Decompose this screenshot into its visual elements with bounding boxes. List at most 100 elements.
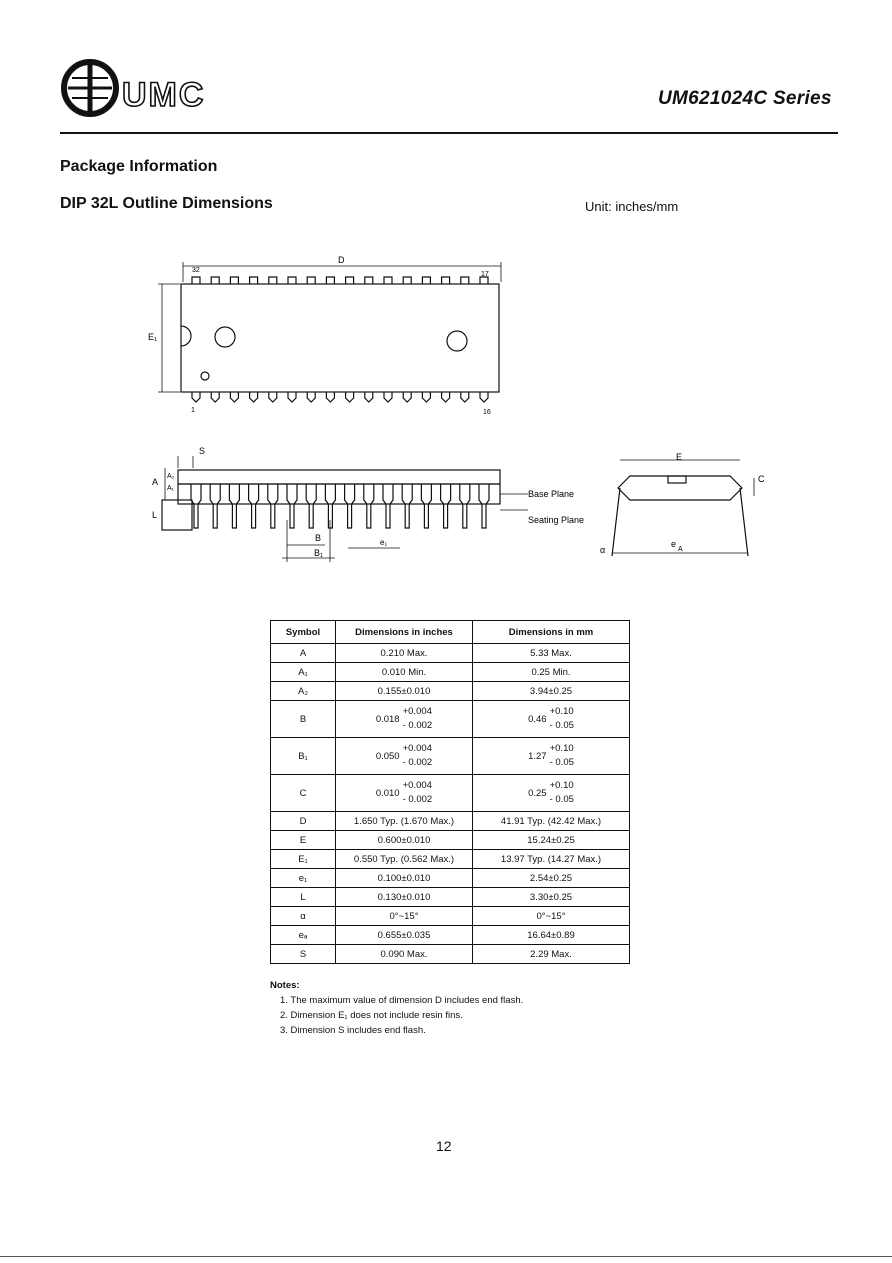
- side-lead: [440, 484, 452, 529]
- cell-symbol: L: [270, 887, 336, 907]
- header-inches: Dimensions in inches: [335, 620, 473, 644]
- bottom-pin: [441, 392, 451, 403]
- side-lead: [305, 484, 317, 529]
- header-symbol: Symbol: [270, 620, 336, 644]
- notes-title: Notes:: [270, 980, 300, 991]
- cell-inches: 1.650 Typ. (1.670 Max.): [335, 811, 473, 831]
- dim-e1-label: E₁: [148, 332, 157, 342]
- table-row: S 0.090 Max. 2.29 Max.: [270, 944, 630, 964]
- side-lead: [190, 484, 202, 529]
- tol-plus: +0.10: [549, 780, 574, 791]
- bottom-pin: [364, 392, 374, 403]
- end-view-marker: [667, 475, 687, 484]
- header-mm: Dimensions in mm: [472, 620, 630, 644]
- top-pin: [249, 276, 259, 284]
- top-pin: [191, 276, 201, 284]
- bottom-pin: [345, 392, 355, 403]
- tol-plus: +0.004: [402, 780, 432, 791]
- dim-a-label: A: [152, 477, 158, 487]
- cell-symbol: C: [270, 774, 336, 812]
- tol-minus: - 0.002: [402, 794, 433, 805]
- table-row: B₁ 0.050+0.004- 0.002 1.27+0.10- 0.05: [270, 737, 630, 775]
- side-lead: [363, 484, 375, 529]
- cell-symbol: eₐ: [270, 925, 336, 945]
- side-lead: [382, 484, 394, 529]
- pin-16-label: 16: [483, 409, 491, 416]
- table-row: A₂ 0.155±0.010 3.94±0.25: [270, 681, 630, 701]
- side-view-end-lead: [161, 499, 193, 531]
- cell-symbol: E₁: [270, 849, 336, 869]
- dim-c-label: C: [758, 474, 765, 484]
- page-number: 12: [436, 1138, 452, 1154]
- cell-inches: 0.100±0.010: [335, 868, 473, 888]
- cell-mm: 41.91 Typ. (42.42 Max.): [472, 811, 630, 831]
- cell-inches: 0.010+0.004- 0.002: [335, 774, 473, 812]
- side-lead: [344, 484, 356, 529]
- bottom-pin: [383, 392, 393, 403]
- side-view-body-bottom: [177, 483, 501, 505]
- top-pin: [402, 276, 412, 284]
- notes: Notes: 1. The maximum value of dimension…: [270, 978, 523, 1038]
- dimensions-table: Symbol Dimensions in inches Dimensions i…: [270, 620, 630, 964]
- tol-minus: - 0.05: [549, 720, 574, 731]
- umc-logo: UMC: [61, 59, 204, 117]
- cell-inches: 0.600±0.010: [335, 830, 473, 850]
- side-lead: [478, 484, 490, 529]
- side-lead: [228, 484, 240, 529]
- tol-plus: +0.004: [402, 743, 432, 754]
- dim-e-label: E: [676, 452, 682, 462]
- cell-mm: 13.97 Typ. (14.27 Max.): [472, 849, 630, 869]
- cell-inches: 0.090 Max.: [335, 944, 473, 964]
- cell-mm: 2.54±0.25: [472, 868, 630, 888]
- bottom-pin: [268, 392, 278, 403]
- bottom-pin: [249, 392, 259, 403]
- bottom-pin: [229, 392, 239, 403]
- cell-inches: 0°~15°: [335, 906, 473, 926]
- top-pin: [229, 276, 239, 284]
- top-pin: [441, 276, 451, 284]
- package-outline-diagram: D E₁ 32 17 1 16 S A A₁ A₂ L B B₁ e₁ Base…: [148, 255, 765, 562]
- table-row: A 0.210 Max. 5.33 Max.: [270, 643, 630, 663]
- side-lead: [267, 484, 279, 529]
- side-lead: [459, 484, 471, 529]
- top-pins: [191, 276, 489, 284]
- tol-base: 0.46: [528, 713, 547, 725]
- tol-plus: +0.10: [549, 743, 574, 754]
- side-lead: [401, 484, 413, 529]
- table-row: B 0.018+0.004- 0.002 0.46+0.10- 0.05: [270, 700, 630, 738]
- cell-mm: 16.64±0.89: [472, 925, 630, 945]
- tol-plus: +0.004: [402, 706, 432, 717]
- pin-17-label: 17: [481, 271, 489, 278]
- cell-symbol: A₁: [270, 662, 336, 682]
- tol-minus: - 0.05: [549, 757, 574, 768]
- table-header-row: Symbol Dimensions in inches Dimensions i…: [270, 620, 630, 644]
- cell-symbol: D: [270, 811, 336, 831]
- cell-mm: 15.24±0.25: [472, 830, 630, 850]
- side-view-body-top: [177, 469, 501, 485]
- table-row: L 0.130±0.010 3.30±0.25: [270, 887, 630, 907]
- dim-d-label: D: [338, 255, 345, 265]
- table-row: C 0.010+0.004- 0.002 0.25+0.10- 0.05: [270, 774, 630, 812]
- table-row: E₁ 0.550 Typ. (0.562 Max.) 13.97 Typ. (1…: [270, 849, 630, 869]
- base-plane-label: Base Plane: [528, 489, 574, 499]
- header-rule: [60, 132, 838, 134]
- cell-symbol: e₁: [270, 868, 336, 888]
- bottom-pin: [402, 392, 412, 403]
- top-pin: [383, 276, 393, 284]
- tol-base: 0.018: [375, 713, 400, 725]
- note-item: 1. The maximum value of dimension D incl…: [280, 995, 524, 1006]
- cell-mm: 1.27+0.10- 0.05: [472, 737, 630, 775]
- note-item: 2. Dimension E₁ does not include resin f…: [280, 1010, 463, 1021]
- table-row: E 0.600±0.010 15.24±0.25: [270, 830, 630, 850]
- seating-plane-label: Seating Plane: [528, 515, 584, 525]
- cell-symbol: S: [270, 944, 336, 964]
- bottom-pins: [191, 392, 489, 403]
- dim-s-label: S: [199, 446, 205, 456]
- side-lead: [248, 484, 260, 529]
- cell-mm: 5.33 Max.: [472, 643, 630, 663]
- top-view: [158, 262, 502, 403]
- cell-symbol: A: [270, 643, 336, 663]
- subsection-title: DIP 32L Outline Dimensions: [60, 195, 273, 212]
- dim-b-label: B: [315, 533, 321, 543]
- side-lead: [209, 484, 221, 529]
